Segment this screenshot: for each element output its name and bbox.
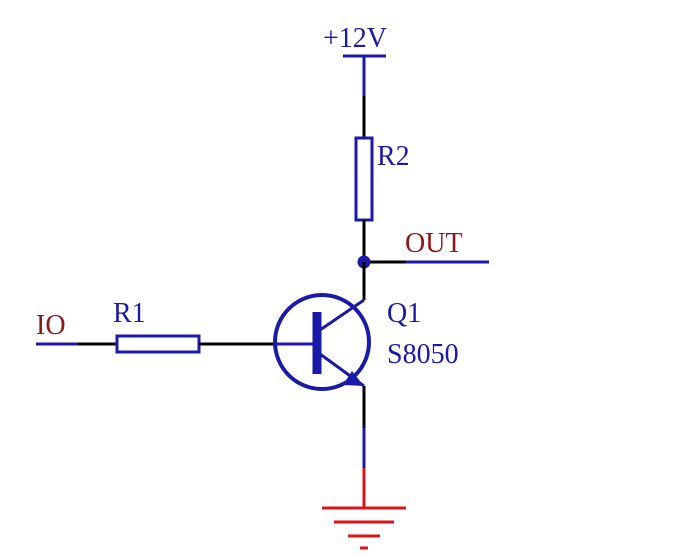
- ground-icon: [322, 506, 406, 550]
- resistor-r2: [354, 136, 374, 222]
- r2-label: R2: [377, 141, 410, 172]
- out-label: OUT: [405, 228, 463, 259]
- supply-label: +12V: [323, 23, 387, 54]
- io-label: IO: [36, 310, 66, 341]
- r1-label: R1: [113, 298, 146, 329]
- transistor-q1: [273, 293, 371, 391]
- q1-label: Q1: [387, 298, 421, 329]
- q1-part-label: S8050: [387, 339, 459, 370]
- emitter-arrow-icon: [343, 371, 364, 386]
- supply-symbol: [343, 54, 386, 96]
- resistor-r1: [115, 334, 201, 354]
